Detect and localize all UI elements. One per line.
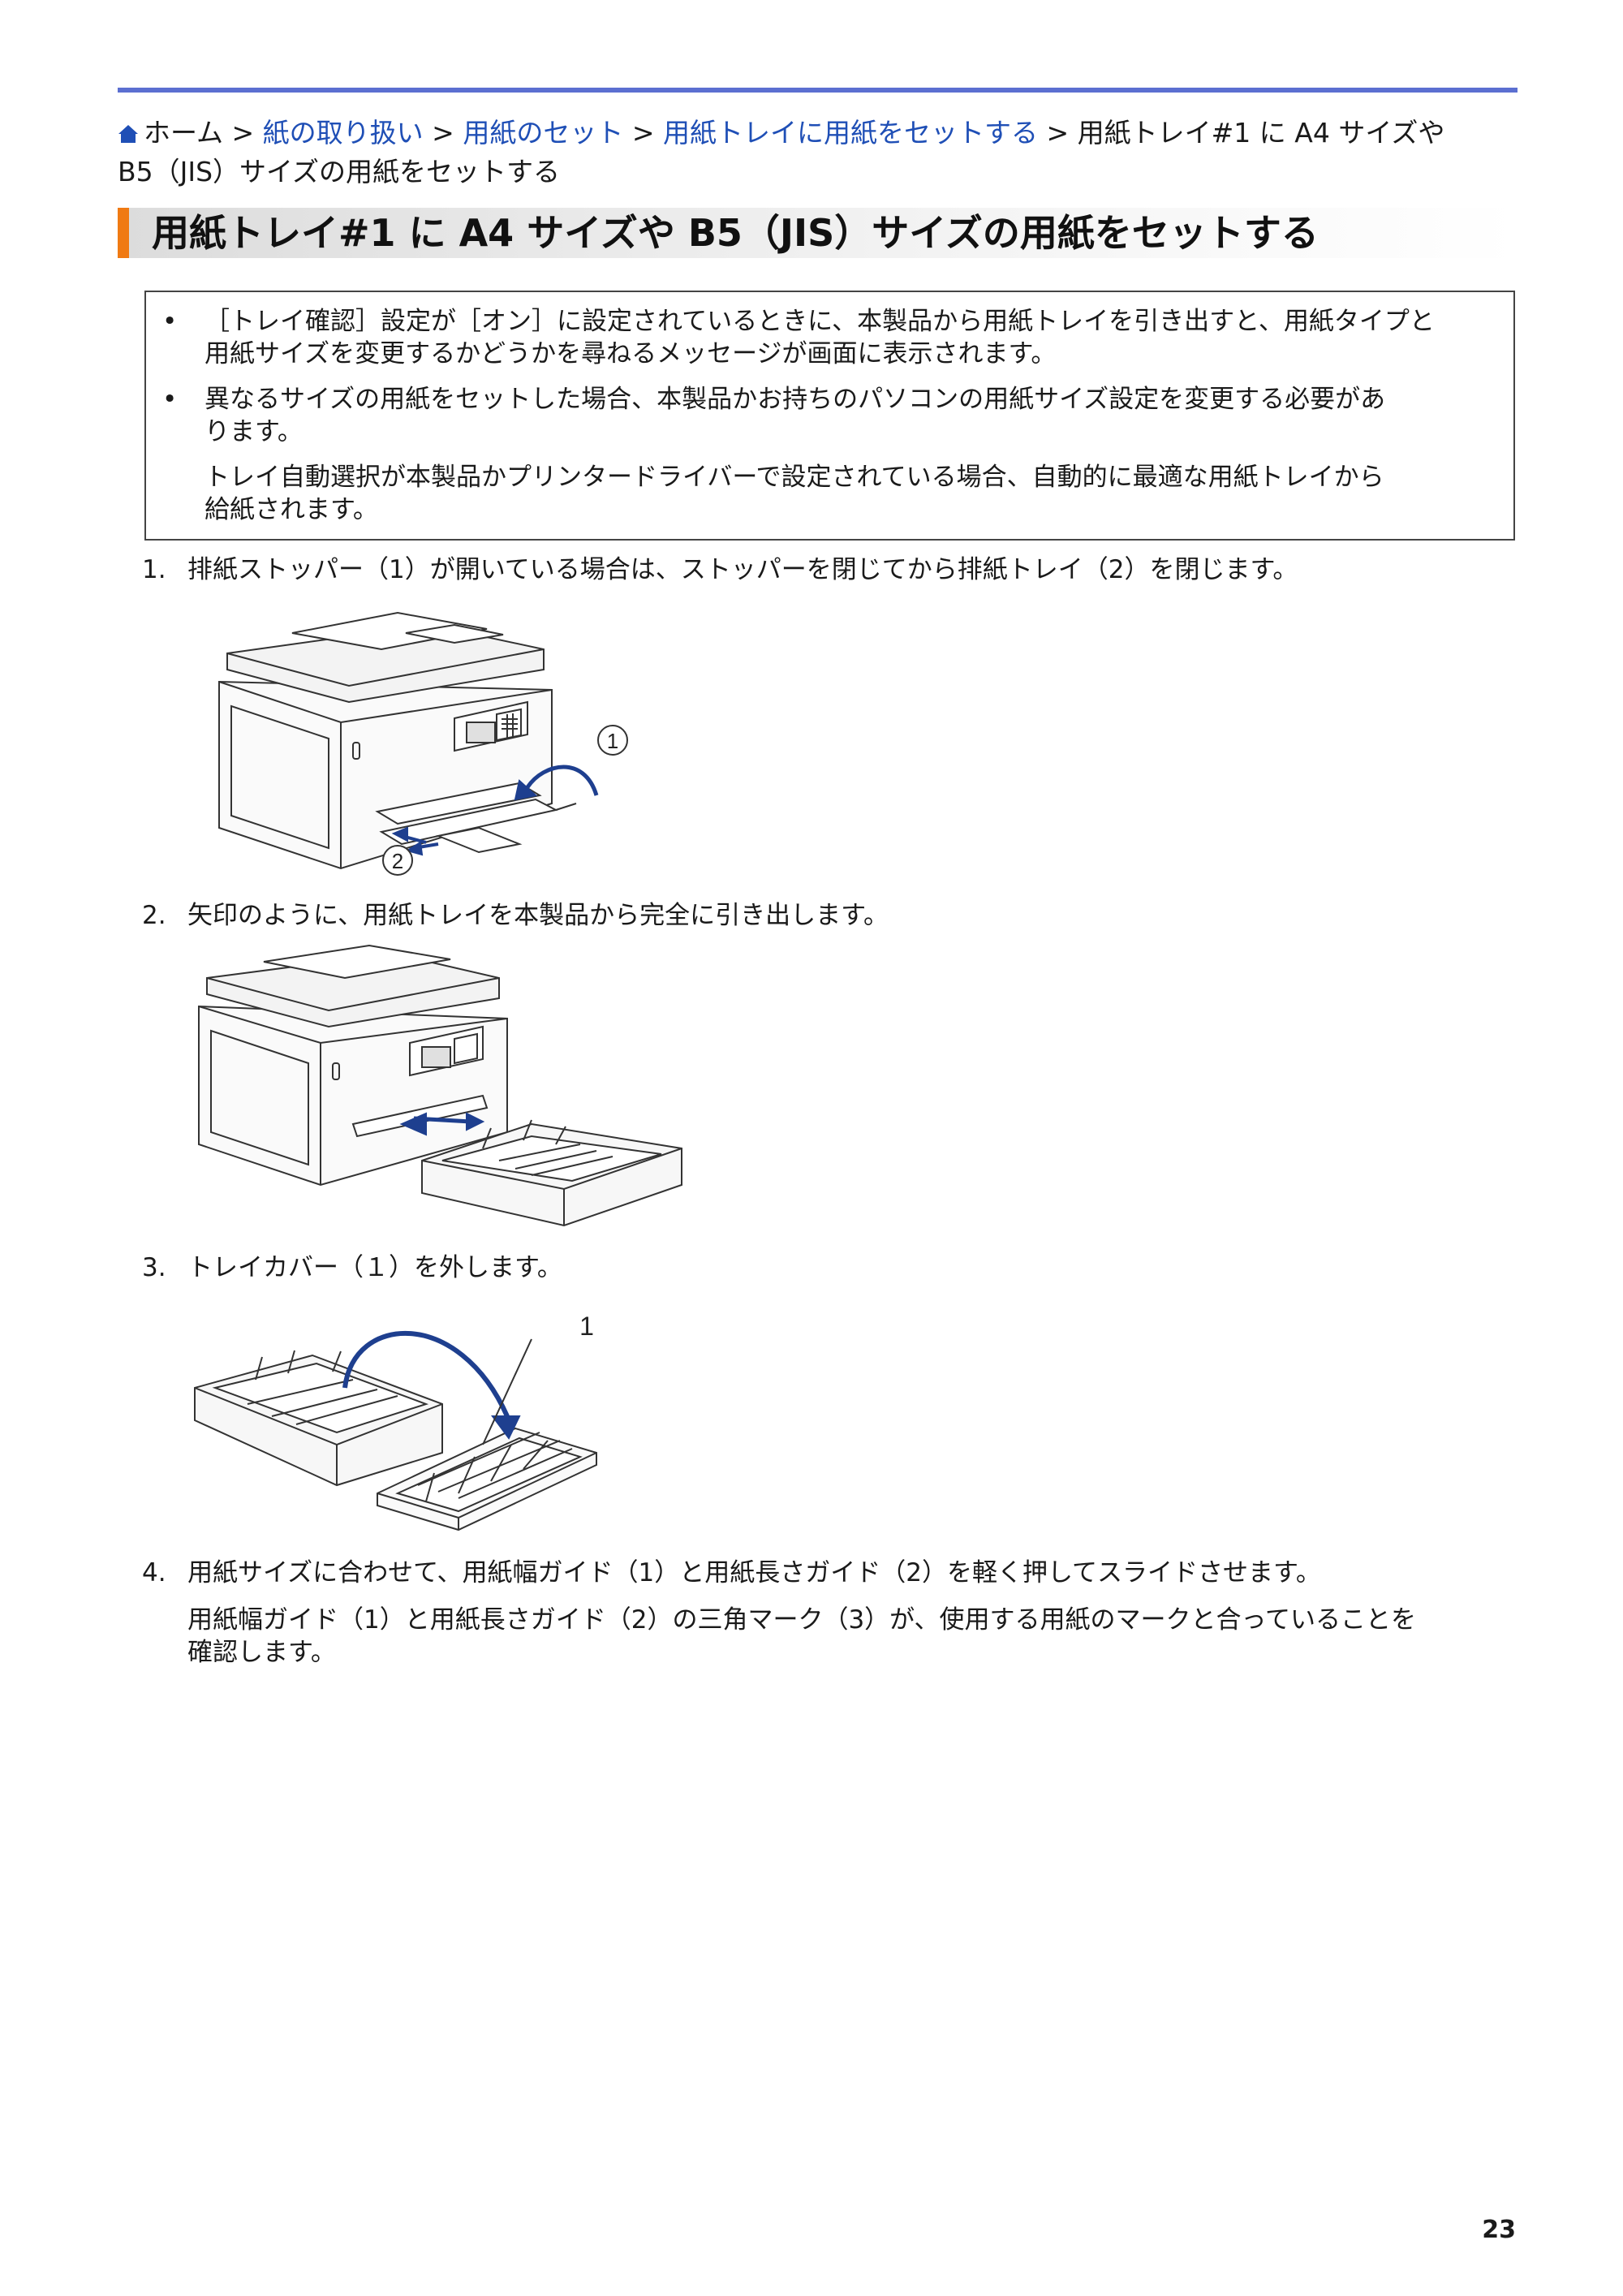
heading-accent-bar — [118, 208, 129, 258]
callout-2: 2 — [392, 849, 403, 873]
breadcrumb-link-paper-handling[interactable]: 紙の取り扱い — [262, 117, 424, 149]
step-text: 排紙ストッパー（1）が開いている場合は、ストッパーを閉じてから排紙トレイ（2）を… — [187, 555, 1298, 584]
step-text: 用紙サイズに合わせて、用紙幅ガイド（1）と用紙長さガイド（2）を軽く押してスライ… — [187, 1557, 1518, 1669]
step-number: 2. — [142, 901, 166, 930]
figure-close-output-tray: 1 2 — [218, 611, 628, 876]
callout-1: 1 — [579, 1312, 594, 1341]
figure-pull-out-tray — [198, 944, 682, 1227]
step-number: 4. — [142, 1558, 166, 1587]
step-text-line: 用紙サイズに合わせて、用紙幅ガイド（1）と用紙長さガイド（2）を軽く押してスライ… — [187, 1558, 1321, 1587]
breadcrumb-separator: > — [231, 117, 255, 149]
step-subtext-line: 用紙幅ガイド（1）と用紙長さガイド（2）の三角マーク（3）が、使用する用紙のマー… — [187, 1605, 1416, 1635]
figure-remove-tray-cover: 1 — [194, 1312, 597, 1531]
note-item: • 異なるサイズの用紙をセットした場合、本製品かお持ちのパソコンの用紙サイズ設定… — [162, 383, 1495, 448]
callout-1: 1 — [607, 729, 618, 753]
note-text: ［トレイ確認］設定が［オン］に設定されているときに、本製品から用紙トレイを引き出… — [204, 307, 1435, 336]
step-number: 1. — [142, 555, 166, 584]
bullet: • — [162, 307, 178, 336]
note-box: • ［トレイ確認］設定が［オン］に設定されているときに、本製品から用紙トレイを引… — [144, 291, 1515, 541]
breadcrumb-separator: > — [1046, 117, 1070, 149]
note-text: ります。 — [204, 417, 303, 446]
home-icon[interactable] — [118, 124, 139, 144]
note-subparagraph: トレイ自動選択が本製品かプリンタードライバーで設定されている場合、自動的に最適な… — [204, 461, 1495, 526]
bullet: • — [162, 385, 178, 414]
note-text: 用紙サイズを変更するかどうかを尋ねるメッセージが画面に表示されます。 — [204, 339, 1057, 368]
page-number: 23 — [1482, 2216, 1516, 2244]
page-heading: 用紙トレイ#1 に A4 サイズや B5（JIS）サイズの用紙をセットする — [118, 208, 1518, 258]
top-rule — [118, 88, 1518, 93]
page-title: 用紙トレイ#1 に A4 サイズや B5（JIS）サイズの用紙をセットする — [152, 211, 1319, 255]
breadcrumb-current: 用紙トレイ#1 に A4 サイズや — [1077, 117, 1445, 149]
breadcrumb-current-continued: B5（JIS）サイズの用紙をセットする — [118, 156, 561, 187]
breadcrumb-separator: > — [432, 117, 454, 149]
note-item: • ［トレイ確認］設定が［オン］に設定されているときに、本製品から用紙トレイを引… — [162, 305, 1495, 370]
breadcrumb: ホーム > 紙の取り扱い > 用紙のセット > 用紙トレイに用紙をセットする >… — [118, 114, 1518, 192]
note-text: 異なるサイズの用紙をセットした場合、本製品かお持ちのパソコンの用紙サイズ設定を変… — [204, 385, 1386, 414]
note-text: 給紙されます。 — [204, 495, 378, 524]
step-subtext-line: 確認します。 — [187, 1638, 336, 1667]
breadcrumb-separator: > — [631, 117, 655, 149]
step-number: 3. — [142, 1253, 166, 1282]
step-text: トレイカバー（１）を外します。 — [187, 1253, 562, 1282]
breadcrumb-link-load-paper[interactable]: 用紙のセット — [463, 117, 624, 149]
breadcrumb-link-load-paper-tray[interactable]: 用紙トレイに用紙をセットする — [662, 117, 1038, 149]
note-text: トレイ自動選択が本製品かプリンタードライバーで設定されている場合、自動的に最適な… — [204, 463, 1384, 492]
breadcrumb-home[interactable]: ホーム — [144, 117, 224, 149]
step-text: 矢印のように、用紙トレイを本製品から完全に引き出します。 — [187, 901, 889, 930]
